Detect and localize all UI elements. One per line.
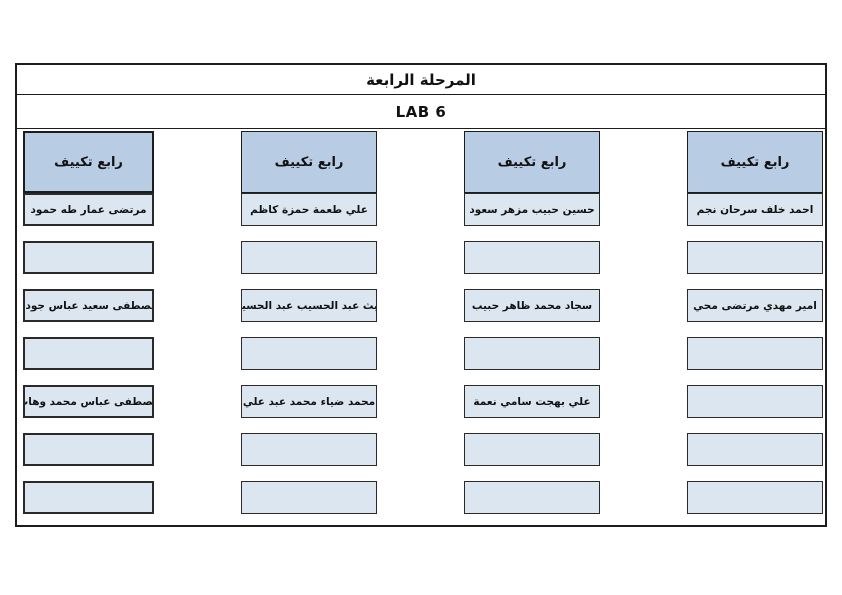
empty-seat-cell [241,481,377,514]
student-seat-cell: سجاد محمد ظاهر حبيب [464,289,600,322]
student-seat-cell: حسين حبيب مزهر سعود [464,193,600,226]
empty-seat-cell [241,241,377,274]
empty-seat-cell [687,481,823,514]
lab-title: LAB 6 [17,95,825,129]
student-seat-cell: امير مهدي مرتضى محي [687,289,823,322]
empty-seat-cell [687,433,823,466]
empty-seat-cell [23,433,154,466]
student-seat-cell: علي بهجت سامي نعمة [464,385,600,418]
empty-seat-cell [464,433,600,466]
seating-chart-table: المرحلة الرابعة LAB 6 رابع تكييف احمد خل… [15,63,827,527]
group-header: رابع تكييف [241,131,377,193]
empty-seat-cell [464,481,600,514]
empty-seat-cell [23,241,154,274]
empty-seat-cell [687,385,823,418]
student-seat-cell: محمد ضياء محمد عبد علي [241,385,377,418]
stage-title: المرحلة الرابعة [17,65,825,95]
student-seat-cell: احمد خلف سرحان نجم [687,193,823,226]
group-header: رابع تكييف [687,131,823,193]
seating-grid: رابع تكييف احمد خلف سرحان نجم امير مهدي … [17,129,825,525]
student-seat-cell: غيث عبد الحسيب عبد الحسين [241,289,377,322]
empty-seat-cell [687,337,823,370]
group-column-1: رابع تكييف احمد خلف سرحان نجم امير مهدي … [687,131,823,525]
student-seat-cell: مرتضى عمار طه حمود [23,193,154,226]
group-column-3: رابع تكييف علي طعمة حمزة كاظم غيث عبد ال… [241,131,377,525]
empty-seat-cell [241,337,377,370]
group-column-2: رابع تكييف حسين حبيب مزهر سعود سجاد محمد… [464,131,600,525]
empty-seat-cell [23,337,154,370]
empty-seat-cell [687,241,823,274]
student-seat-cell: علي طعمة حمزة كاظم [241,193,377,226]
empty-seat-cell [464,241,600,274]
group-header: رابع تكييف [23,131,154,193]
empty-seat-cell [464,337,600,370]
student-seat-cell: مصطفى عباس محمد وهاب [23,385,154,418]
student-seat-cell: مصطفى سعيد عباس جودة [23,289,154,322]
empty-seat-cell [23,481,154,514]
empty-seat-cell [241,433,377,466]
group-column-4: رابع تكييف مرتضى عمار طه حمود مصطفى سعيد… [23,131,154,525]
group-header: رابع تكييف [464,131,600,193]
